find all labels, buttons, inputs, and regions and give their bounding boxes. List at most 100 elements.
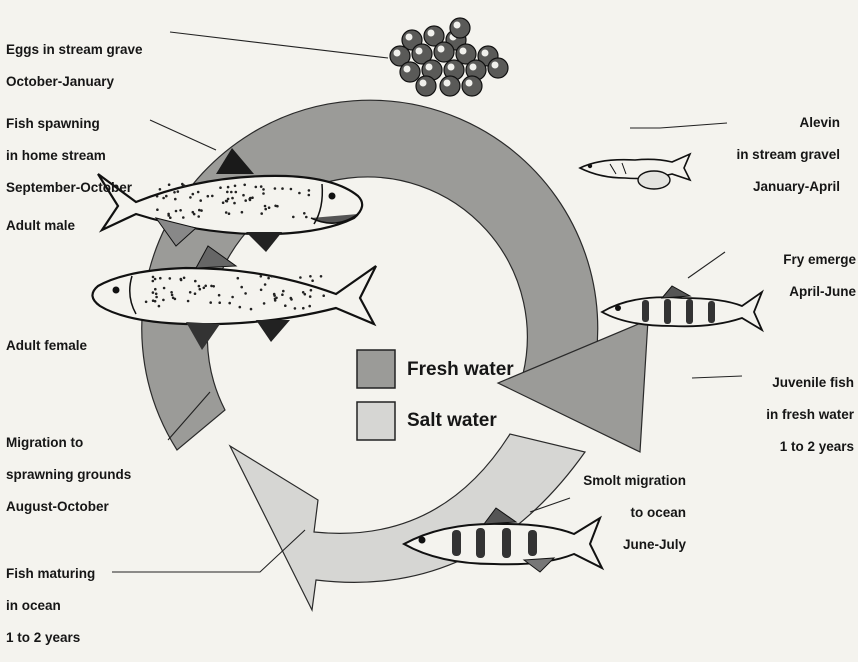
egg [416,76,436,96]
egg-highlight [438,46,445,53]
fish-spot [197,215,200,218]
egg-highlight [470,64,477,71]
fish-spot [197,191,200,194]
fish-spot [226,191,229,194]
fish-spot [154,288,157,291]
fry-fish [602,286,762,330]
fish-spot [282,290,285,293]
fish-spot [302,307,305,310]
fish-spot [311,279,314,282]
egg-highlight [482,50,489,57]
label-alevin-line-2: in stream gravel [736,147,840,163]
fish-spot [249,199,252,202]
label-fry-line-2: April-June [783,284,856,300]
label-fry-line-1: Fry emerge [783,252,856,268]
fish-spot [156,195,159,198]
label-juvenile-line-3: 1 to 2 years [766,439,854,455]
juvenile-leader [692,376,742,378]
fish-spot [284,304,287,307]
fish-spot [219,186,222,189]
egg-highlight [404,66,411,73]
fish-spot [303,212,306,215]
legend-fresh-label: Fresh water [407,359,514,381]
fish-spot [172,297,175,300]
fish-spot [309,295,312,298]
fish-spot [237,277,240,280]
fish-spot [230,191,233,194]
fish-spot [218,301,221,304]
fish-spot [170,291,173,294]
fish-spot [244,292,247,295]
fish-spot [175,210,178,213]
fish-spot [180,279,183,282]
fish-spot [203,287,206,290]
egg-highlight [460,48,467,55]
fish-spot [159,277,162,280]
fish-spot [171,294,174,297]
alevin-leader [630,123,727,128]
legend-fresh-swatch [357,350,395,388]
egg-highlight [466,80,473,87]
egg-highlight [454,22,461,29]
fish-spot [228,212,231,215]
fish-spot [260,185,263,188]
fish-spot [250,308,253,311]
label-alevin: Alevin in stream gravel January-April [736,99,840,211]
egg-highlight [416,48,423,55]
fish-spot [228,302,231,305]
fry-leader [688,252,725,278]
fish-spot [204,285,207,288]
fish-spot [294,307,297,310]
label-eggs-line-2: October-January [6,74,143,90]
fish-spot [155,296,158,299]
label-maturing-line-2: in ocean [6,598,95,614]
fish-spot [192,193,195,196]
label-smolt-line-3: June-July [583,537,686,553]
egg-highlight [426,64,433,71]
fish-spot [227,186,230,189]
label-migration: Migration to sprawning grounds August-Oc… [6,419,131,531]
fish-spot [177,190,180,193]
fish-spot [225,211,228,214]
label-eggs-line-1: Eggs in stream grave [6,42,143,58]
fish-spot [262,188,265,191]
fish-spot [264,205,267,208]
egg-highlight [394,50,401,57]
egg [488,58,508,78]
fish-spot [260,212,263,215]
fish-spot [225,200,228,203]
fish-spot [156,208,159,211]
egg-highlight [406,34,413,41]
label-spawning-line-2: in home stream [6,148,132,164]
fish-spot [290,188,293,191]
egg [400,62,420,82]
fish-spot [264,208,267,211]
fish-spot [308,194,311,197]
fish-spot [189,196,192,199]
label-adult-female: Adult female [6,322,87,370]
fish-spot [211,195,214,198]
fish-spot [168,183,171,186]
label-adult-male-line-1: Adult male [6,218,75,234]
fish-spot [163,287,166,290]
spawning-leader [150,120,216,150]
fish-spot [251,196,254,199]
eggs-cluster [390,18,508,96]
label-alevin-line-1: Alevin [736,115,840,131]
fish-spot [299,276,302,279]
fish-spot [199,288,202,291]
label-juvenile-line-1: Juvenile fish [766,375,854,391]
label-smolt-line-1: Smolt migration [583,473,686,489]
fish-spot [212,285,215,288]
fish-spot [183,277,186,280]
fish-spot [152,280,155,283]
egg [450,18,470,38]
legend-salt-swatch [357,402,395,440]
label-migration-line-2: sprawning grounds [6,467,131,483]
fish-spot [268,206,271,209]
label-migration-line-3: August-October [6,499,131,515]
fish-spot [169,277,172,280]
fish-spot [198,209,201,212]
fish-spot [310,289,313,292]
fish-spot [209,301,212,304]
